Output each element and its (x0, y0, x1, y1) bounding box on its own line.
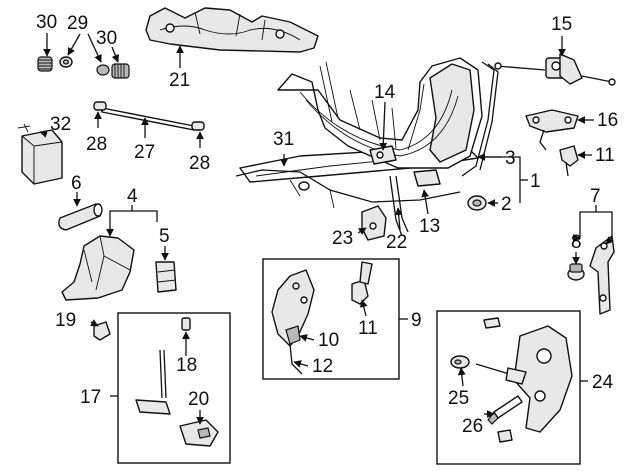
inset-box-24 (436, 310, 581, 465)
callout-26: 26 (462, 416, 483, 437)
inset-box-17 (117, 312, 231, 464)
callout-9: 9 (411, 310, 422, 331)
callout-6: 6 (71, 173, 82, 194)
bushing-part-25 (450, 355, 470, 369)
tray-part-21 (145, 7, 319, 53)
sensor-part-16 (525, 109, 579, 151)
callout-18: 18 (176, 355, 197, 376)
callout-2: 2 (501, 194, 512, 215)
canister-part-5 (155, 261, 177, 293)
callout-30b: 30 (96, 28, 117, 49)
callout-labels: 30 29 30 21 15 14 32 27 28 28 16 31 3 11… (36, 12, 618, 437)
callout-4: 4 (127, 186, 138, 207)
callout-20: 20 (188, 389, 209, 410)
latch-assembly-part-10 (271, 269, 315, 347)
module-part-32 (17, 123, 63, 185)
callout-10: 10 (318, 330, 339, 351)
callout-13: 13 (419, 216, 440, 237)
callout-27: 27 (134, 142, 155, 163)
bracket-part-11a (559, 145, 579, 177)
actuator-part-15 (494, 53, 616, 86)
spring-part-30b (111, 63, 130, 79)
callout-3: 3 (505, 148, 516, 169)
callout-11a: 11 (595, 145, 615, 166)
knob-part-2 (467, 195, 487, 211)
callout-22: 22 (386, 232, 407, 253)
clip-part-28b (191, 121, 205, 131)
latch-part-20 (179, 419, 219, 447)
callout-24: 24 (592, 372, 614, 393)
callout-16: 16 (597, 110, 618, 131)
callout-21: 21 (169, 70, 190, 91)
callout-31: 31 (273, 129, 294, 150)
callout-19: 19 (55, 310, 76, 331)
callout-28b: 28 (189, 153, 210, 174)
callout-8: 8 (571, 232, 582, 253)
callout-5: 5 (159, 226, 170, 247)
bushing-part-29b (96, 64, 110, 76)
callout-25: 25 (448, 388, 469, 409)
callout-12: 12 (312, 356, 333, 377)
rod-assembly-part-17 (135, 349, 171, 415)
bracket-part-23 (361, 205, 387, 241)
bushing-part-29a (59, 56, 73, 68)
clip-part-28a (93, 101, 107, 111)
motor-assembly-part-24 (475, 325, 573, 433)
callout-1: 1 (530, 171, 541, 192)
grip-part-6 (58, 203, 103, 231)
cable-part-12 (289, 343, 303, 375)
callout-29: 29 (67, 13, 88, 34)
callout-15: 15 (551, 14, 572, 35)
cap-part-8 (567, 263, 585, 281)
leader-lines (39, 33, 614, 425)
hinge-part-7 (589, 235, 615, 315)
trim-panel-part-4 (61, 235, 135, 301)
callout-32: 32 (50, 114, 71, 135)
callout-7: 7 (590, 186, 601, 207)
callout-11b: 11 (358, 318, 378, 339)
callout-23: 23 (332, 228, 353, 249)
strut-part-26 (487, 395, 523, 425)
callout-28a: 28 (86, 134, 107, 155)
bracket-part-11b (351, 261, 373, 305)
pin-part-18 (181, 317, 191, 331)
callout-17: 17 (80, 387, 101, 408)
clip-part-19 (93, 321, 111, 341)
small-fasteners-part-24 (483, 317, 513, 443)
spring-part-30a (37, 56, 53, 72)
callout-30a: 30 (36, 12, 57, 33)
callout-14: 14 (374, 82, 396, 103)
rod-part-27 (101, 107, 195, 131)
